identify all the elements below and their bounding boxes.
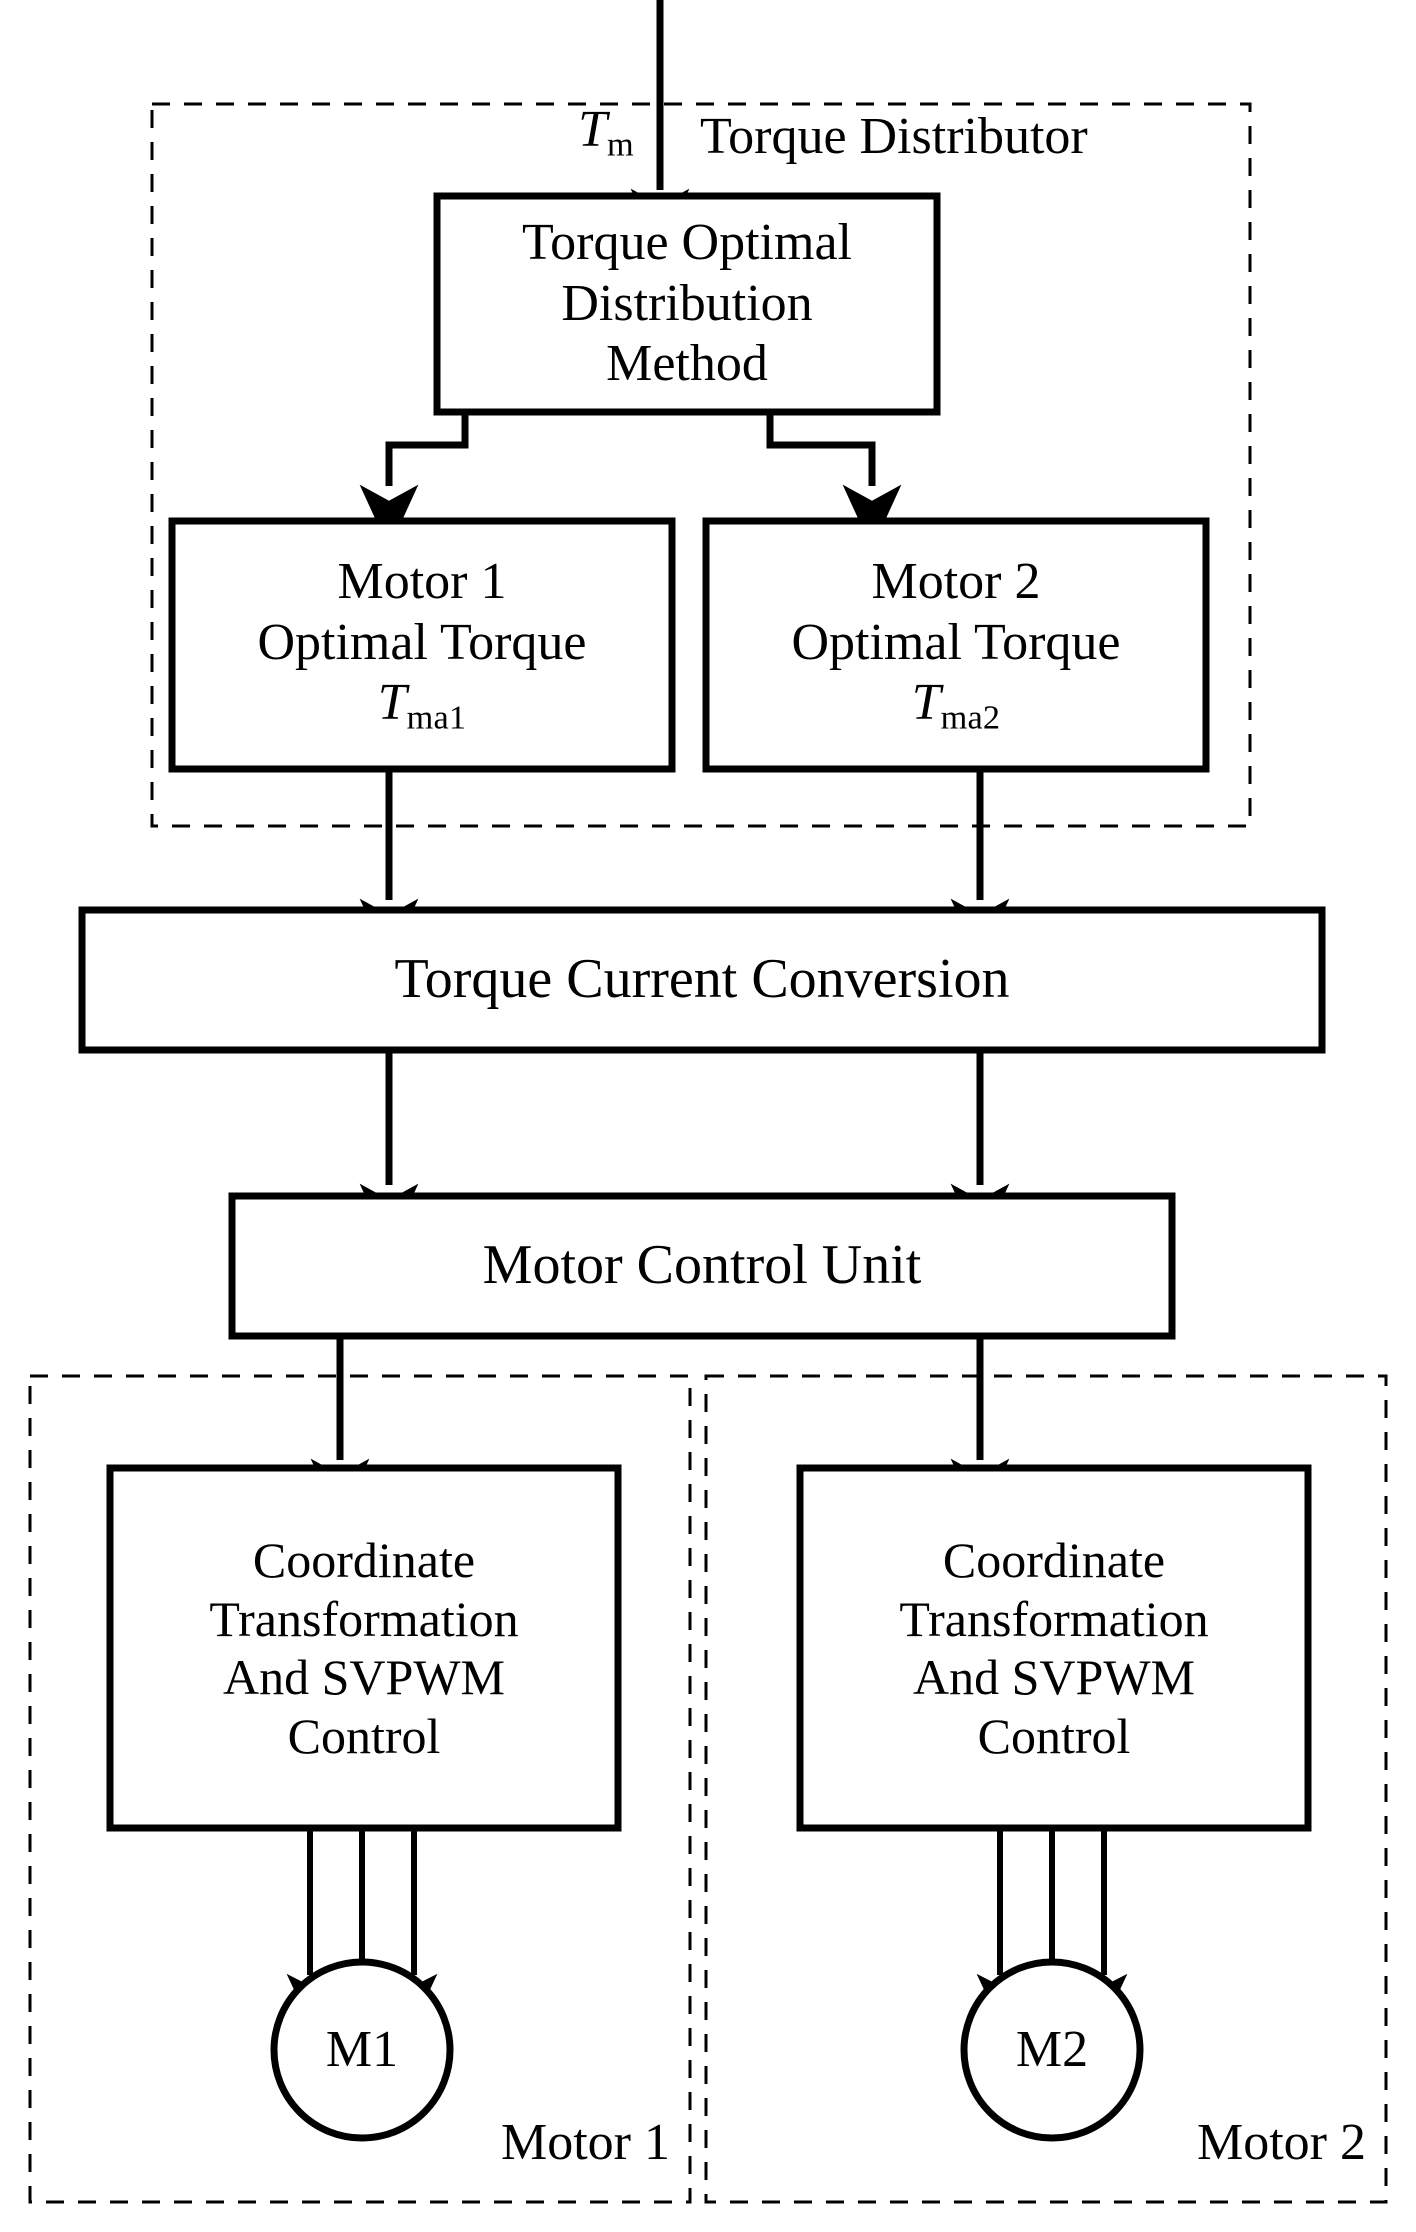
block-line-3: Method: [606, 335, 768, 393]
block-label-coordinate-transformation-svpwm-2: Coordinate Transformation And SVPWM Cont…: [800, 1468, 1308, 1828]
block-line-1: Coordinate: [942, 1532, 1166, 1588]
block-line-1: Coordinate: [252, 1532, 476, 1588]
input-signal-label: Tm: [520, 38, 640, 227]
block-label-torque-optimal-distribution-method: Torque Optimal Distribution Method: [437, 196, 937, 412]
block-line-1: Motor 1: [337, 552, 507, 610]
block-line-1: Torque Current Conversion: [394, 948, 1010, 1011]
block-line-3: And SVPWM: [223, 1649, 505, 1705]
block-line-1: Torque Optimal: [522, 213, 852, 271]
block-line-2: Optimal Torque: [257, 613, 587, 671]
block-line-2: Transformation: [899, 1590, 1209, 1647]
block-line-1: Motor 2: [871, 552, 1041, 610]
arrow-method-to-motor1-torque: [359, 412, 469, 549]
block-line-2: Distribution: [561, 274, 813, 332]
group-label-motor-1: Motor 1: [501, 2114, 670, 2171]
machine-label-motor-1: M1: [325, 2020, 399, 2078]
input-signal-subscript: m: [607, 125, 634, 164]
block-line-2: Transformation: [209, 1590, 519, 1647]
arrow-method-to-motor2-torque: [766, 412, 902, 549]
block-line-2: Optimal Torque: [791, 613, 1121, 671]
block-line-3: And SVPWM: [913, 1649, 1195, 1705]
group-label-torque-distributor: Torque Distributor: [700, 108, 1088, 165]
group-label-motor-2: Motor 2: [1197, 2114, 1366, 2171]
block-label-motor-2-optimal-torque: Motor 2 Optimal Torque Tma2: [706, 521, 1206, 769]
block-label-coordinate-transformation-svpwm-1: Coordinate Transformation And SVPWM Cont…: [110, 1468, 618, 1828]
block-label-motor-1-optimal-torque: Motor 1 Optimal Torque Tma1: [172, 521, 672, 769]
motor-2-torque-symbol: Tma2: [911, 674, 1001, 738]
input-signal-symbol: T: [578, 101, 608, 159]
motor-1-torque-symbol: Tma1: [377, 674, 467, 738]
block-label-motor-control-unit: Motor Control Unit: [232, 1196, 1172, 1336]
block-line-4: Control: [287, 1707, 441, 1764]
block-label-torque-current-conversion: Torque Current Conversion: [82, 910, 1322, 1050]
block-line-4: Control: [977, 1707, 1131, 1764]
machine-label-motor-2: M2: [1015, 2020, 1089, 2078]
block-line-1: Motor Control Unit: [482, 1234, 922, 1297]
